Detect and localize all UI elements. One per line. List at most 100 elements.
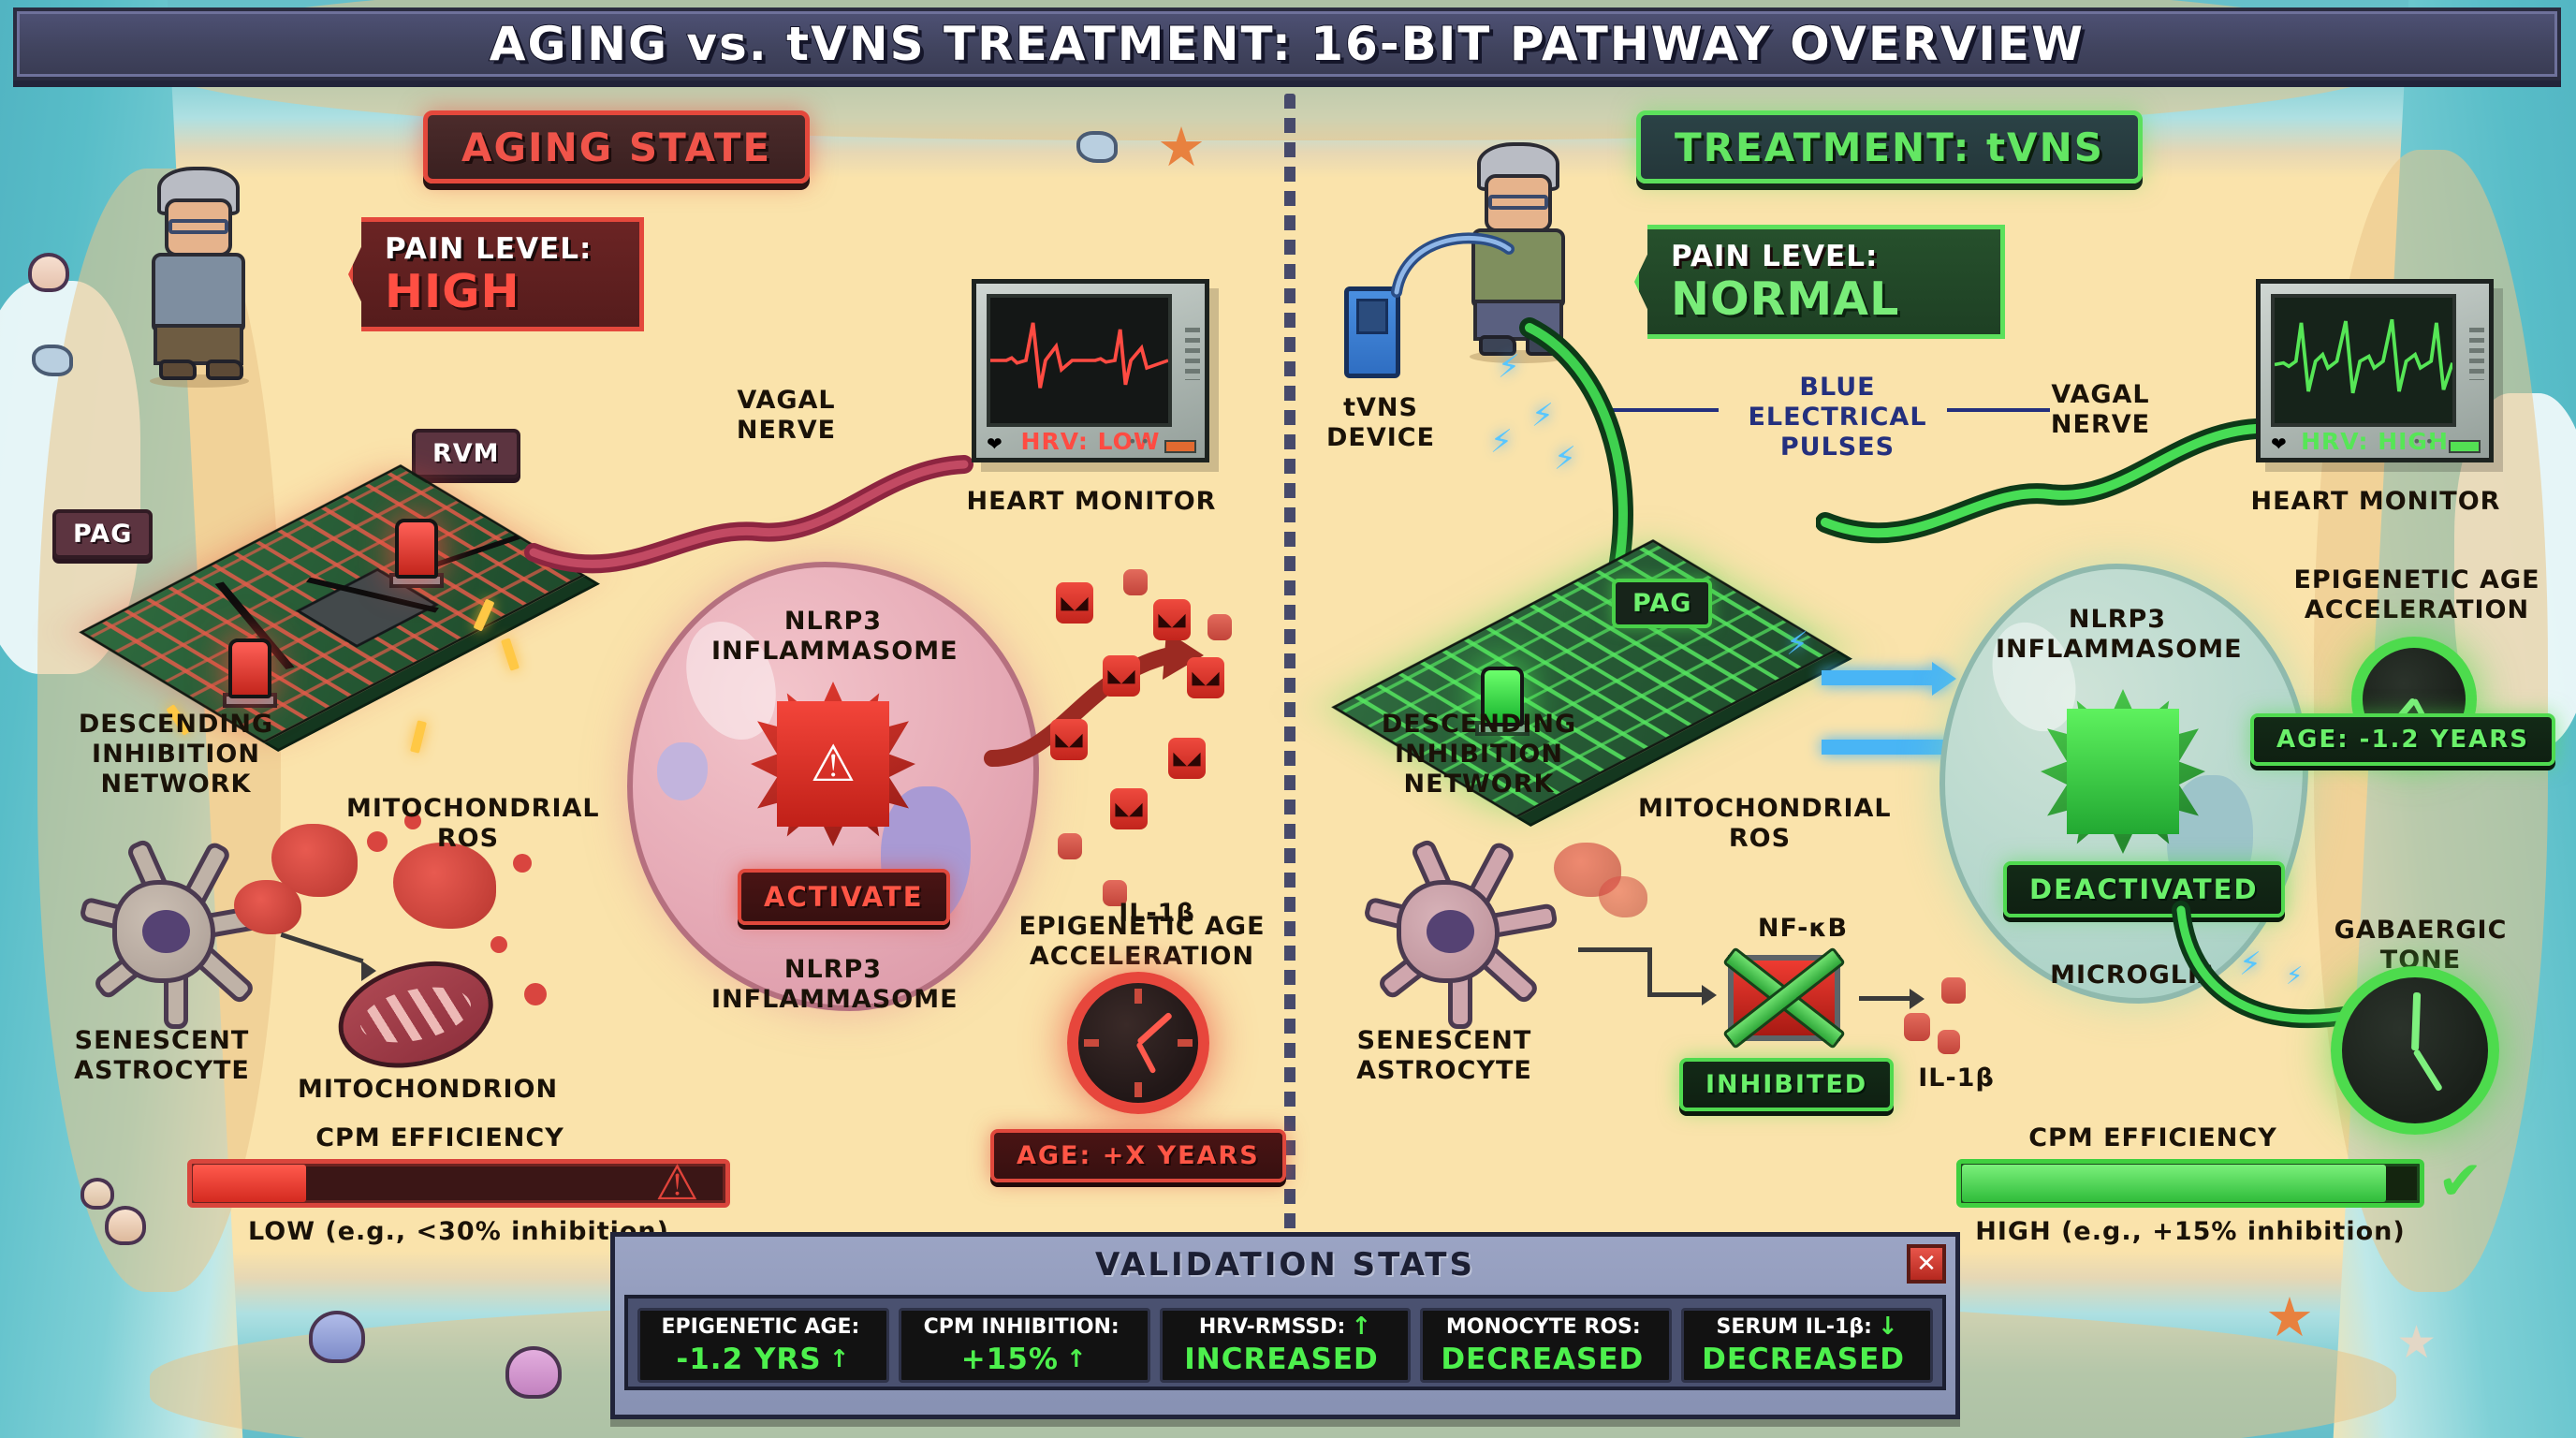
stat-card-cpm-inhibition: CPM INHIBITION: +15% ↑ xyxy=(898,1308,1150,1383)
cross-out-icon xyxy=(1722,946,1846,1049)
cpm-title-treatment: CPM EFFICIENCY xyxy=(2028,1123,2277,1152)
nfkb-label: NF-κB xyxy=(1757,914,1849,943)
stat-label: MONOCYTE ROS: xyxy=(1445,1314,1641,1339)
electrical-pulse-icon: ⚡ xyxy=(1490,423,1513,461)
stat-card-serum-il1b: SERUM IL-1β: ↓ DECREASED xyxy=(1681,1308,1933,1383)
cpm-bar-aging xyxy=(187,1159,730,1208)
epigenetic-value-treatment: AGE: -1.2 YEARS xyxy=(2250,713,2556,766)
ros-cloud xyxy=(1599,876,1647,917)
inflammasome-status-aging[interactable]: ACTIVATE xyxy=(738,869,950,925)
heart-icon: ❤ xyxy=(2271,433,2287,455)
aging-pain-label: PAIN LEVEL: xyxy=(385,232,593,267)
vagal-nerve-label-treatment: VAGAL NERVE xyxy=(2050,380,2151,439)
trend-arrow-icon: ↓ xyxy=(1877,1313,1898,1341)
cell-top-label-aging: NLRP3 INFLAMMASOME xyxy=(711,607,959,666)
tvns-cable xyxy=(1391,232,1515,298)
cytokine-label-aging: IL-1β xyxy=(1119,899,1195,928)
cytokine-angry-icon: ◣◢ xyxy=(1110,788,1148,829)
hrv-readout-treatment: HRV: HIGH xyxy=(2301,428,2449,455)
cytokine-angry-icon: ◣◢ xyxy=(1153,599,1191,640)
elderly-patient-sprite-aging xyxy=(129,167,270,388)
stat-label: CPM INHIBITION: xyxy=(923,1314,1120,1339)
cytokine-angry-icon: ◣◢ xyxy=(1050,719,1088,760)
shell-icon xyxy=(505,1346,562,1399)
vagal-nerve-from-patient xyxy=(1519,317,1633,600)
aging-pain-flag: PAIN LEVEL: HIGH xyxy=(348,217,644,331)
page-title-bar: AGING vs. tVNS TREATMENT: 16-BIT PATHWAY… xyxy=(13,7,2561,81)
astrocyte-caption-aging: SENESCENT ASTROCYTE xyxy=(74,1026,250,1085)
trend-arrow-icon: ↑ xyxy=(1351,1313,1372,1341)
starfish-icon: ★ xyxy=(2265,1285,2314,1349)
astrocyte-to-nfkb-arrow xyxy=(1578,947,1651,952)
cytokine-angry-icon: ◣◢ xyxy=(1056,582,1093,624)
heart-icon: ❤ xyxy=(987,433,1003,455)
mitochondrion-aging xyxy=(328,948,504,1081)
electrical-pulse-icon: ⚡ xyxy=(2239,946,2261,983)
pag-tag-aging: PAG xyxy=(52,509,154,559)
warning-triangle-icon: ⚠ xyxy=(655,1155,699,1211)
aging-pain-value: HIGH xyxy=(385,265,520,319)
stat-label: HRV-RMSSD: ↑ xyxy=(1198,1313,1372,1341)
ecg-trace-aging xyxy=(990,322,1168,389)
stat-label: SERUM IL-1β: ↓ xyxy=(1716,1313,1898,1341)
cytokine-plain-icon xyxy=(1123,569,1148,595)
cpm-bar-treatment xyxy=(1956,1159,2424,1208)
cytokine-label-treatment: IL-1β xyxy=(1918,1064,1995,1093)
epigenetic-value-aging: AGE: +X YEARS xyxy=(990,1129,1286,1182)
starfish-icon: ★ xyxy=(1157,115,1206,179)
cytokine-angry-icon: ◣◢ xyxy=(1168,738,1206,779)
cell-bottom-label-aging: NLRP3 INFLAMMASOME xyxy=(711,955,959,1014)
cell-top-label-treatment: NLRP3 INFLAMMASOME xyxy=(1996,605,2243,664)
validation-stats-window: VALIDATION STATS ✕ EPIGENETIC AGE: -1.2 … xyxy=(610,1232,1960,1419)
heart-monitor-caption-treatment: HEART MONITOR xyxy=(2250,487,2501,516)
electrical-pulse-icon: ⚡ xyxy=(1554,440,1576,477)
stat-card-hrv-rmssd: HRV-RMSSD: ↑ INCREASED xyxy=(1159,1308,1412,1383)
starfish-icon: ★ xyxy=(2396,1316,2437,1369)
epigenetic-clock-aging xyxy=(1067,972,1209,1114)
stat-value: +15% ↑ xyxy=(960,1342,1088,1376)
pulse-arrow xyxy=(1822,740,1971,755)
ros-cloud xyxy=(234,880,301,934)
stat-card-monocyte-ros: MONOCYTE ROS: DECREASED xyxy=(1420,1308,1673,1383)
astrocyte-to-nfkb-arrow xyxy=(1647,992,1705,997)
cpm-caption-aging: LOW (e.g., <30% inhibition) xyxy=(248,1217,669,1246)
cpm-bar-fill-treatment xyxy=(1962,1165,2386,1202)
trend-arrow-icon: ↑ xyxy=(1065,1344,1088,1373)
senescent-astrocyte-treatment xyxy=(1340,824,1559,1039)
status-led-pag xyxy=(1481,667,1524,726)
astrocyte-to-nfkb-arrow xyxy=(1647,947,1652,996)
shell-icon xyxy=(28,253,69,292)
nlrp3-inflammasome-treatment xyxy=(2041,689,2205,854)
board-caption-aging: DESCENDING INHIBITION NETWORK xyxy=(78,710,274,799)
tvns-device-caption: tVNS DEVICE xyxy=(1325,393,1436,452)
ros-particle xyxy=(367,831,388,852)
stats-window-title: VALIDATION STATS xyxy=(1095,1246,1475,1284)
trend-arrow-icon: ↑ xyxy=(828,1344,851,1373)
treatment-pain-value: NORMAL xyxy=(1671,272,1900,327)
nfkb-status: INHIBITED xyxy=(1679,1058,1895,1111)
treatment-pain-label: PAIN LEVEL: xyxy=(1671,240,1879,274)
ros-particle xyxy=(404,813,421,829)
rock-icon xyxy=(1076,131,1118,163)
stats-grid: EPIGENETIC AGE: -1.2 YRS ↑ CPM INHIBITIO… xyxy=(624,1295,1946,1390)
alarm-led-pag xyxy=(228,638,271,698)
inflammasome-status-treatment[interactable]: DEACTIVATED xyxy=(2003,861,2285,917)
arrow-head-icon xyxy=(1932,662,1956,696)
heart-monitor-caption-aging: HEART MONITOR xyxy=(966,487,1217,516)
warning-triangle-icon: ⚠ xyxy=(810,733,856,793)
pulse-arrow xyxy=(1822,670,1936,685)
treatment-state-banner: TREATMENT: tVNS xyxy=(1636,110,2143,183)
cytokine-release-arrow-aging xyxy=(984,631,1204,767)
ros-particle xyxy=(513,854,532,873)
stat-value: -1.2 YRS ↑ xyxy=(676,1342,851,1376)
stat-value: DECREASED xyxy=(1441,1342,1645,1376)
cpm-bar-fill-aging xyxy=(193,1165,307,1202)
hrv-readout-aging: HRV: LOW xyxy=(1020,428,1161,455)
arrow-head-icon xyxy=(361,961,376,981)
stat-value: DECREASED xyxy=(1702,1343,1906,1376)
cytokine-plain-icon xyxy=(1208,614,1232,640)
treatment-pain-flag: PAIN LEVEL: NORMAL xyxy=(1634,225,2005,339)
close-icon[interactable]: ✕ xyxy=(1907,1244,1946,1284)
check-mark-icon: ✔ xyxy=(2437,1149,2483,1212)
